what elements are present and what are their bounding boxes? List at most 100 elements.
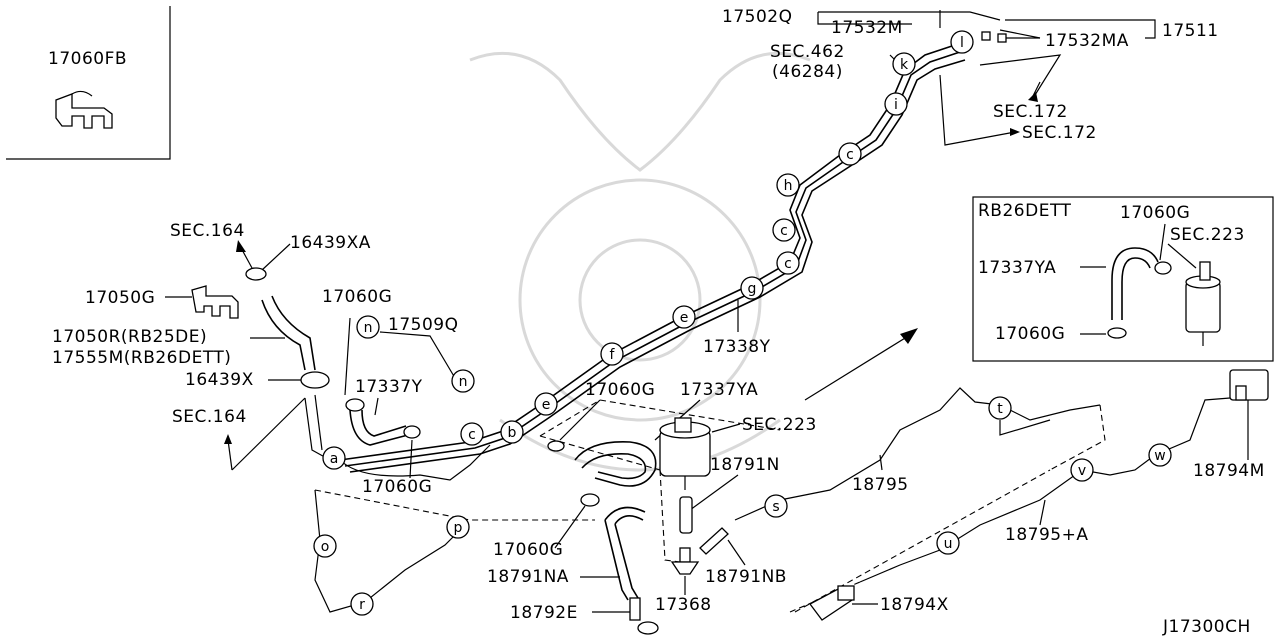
label-17502q: 17502Q bbox=[722, 7, 792, 27]
ref-circles: a b c e f e g c c h c i k l n n o p r s … bbox=[313, 30, 1172, 616]
tube-18795a bbox=[789, 397, 1231, 613]
clamp-16439xa-icon bbox=[245, 267, 267, 281]
label-17060g-lower: 17060G bbox=[493, 540, 563, 560]
inset-rb26dett-box: RB26DETT 17060G SEC.223 17337YA 17060G bbox=[972, 196, 1274, 362]
label-17511: 17511 bbox=[1162, 21, 1219, 41]
svg-text:e: e bbox=[542, 397, 551, 413]
svg-text:w: w bbox=[1154, 448, 1165, 464]
clamp-17060g-middle-icon bbox=[403, 425, 421, 439]
inset-clamp-icon bbox=[1154, 261, 1172, 275]
clamp-17060g-lower-icon bbox=[580, 493, 600, 507]
svg-text:l: l bbox=[960, 35, 964, 51]
svg-text:e: e bbox=[680, 310, 689, 326]
ref-circle-k: k bbox=[892, 52, 916, 76]
tube-18795 bbox=[734, 387, 1106, 521]
ref-circle-c4: c bbox=[838, 142, 862, 166]
label-17532ma: 17532MA bbox=[1045, 31, 1129, 51]
valve-17368-icon bbox=[670, 547, 700, 575]
clamp-16439x-icon bbox=[300, 371, 330, 389]
hose-17050r bbox=[261, 295, 316, 371]
svg-text:o: o bbox=[321, 539, 330, 555]
clip-17532ma-icon bbox=[997, 33, 1007, 43]
svg-text:t: t bbox=[997, 401, 1003, 417]
label-sec223: SEC.223 bbox=[742, 415, 817, 435]
svg-text:p: p bbox=[454, 520, 463, 536]
hose-17337ya-center bbox=[574, 441, 657, 487]
clip-17050g-icon bbox=[191, 285, 239, 319]
ref-circle-f: f bbox=[600, 342, 624, 366]
label-17060g-middle: 17060G bbox=[362, 477, 432, 497]
ref-circle-r: r bbox=[350, 592, 374, 616]
label-17050r-rb25de: 17050R(RB25DE) bbox=[52, 327, 207, 347]
ref-circle-t: t bbox=[988, 396, 1012, 420]
tube-18791nb-icon bbox=[699, 527, 729, 555]
ref-circle-s: s bbox=[764, 494, 788, 518]
label-17060g-upper: 17060G bbox=[322, 287, 392, 307]
inset-17060fb-box: 17060FB bbox=[6, 6, 171, 160]
fitting-18794m-icon bbox=[1229, 369, 1269, 401]
ref-circle-c3: c bbox=[772, 218, 796, 242]
ref-circle-w: w bbox=[1148, 443, 1172, 467]
ref-circle-n2: n bbox=[451, 369, 475, 393]
label-18791nb: 18791NB bbox=[705, 567, 787, 587]
clamp-17060g-center-icon bbox=[547, 440, 565, 452]
label-17060g-center: 17060G bbox=[585, 380, 655, 400]
ref-circle-h: h bbox=[776, 173, 800, 197]
svg-text:c: c bbox=[468, 427, 476, 443]
label-17337y: 17337Y bbox=[355, 377, 423, 397]
ref-circle-n1: n bbox=[356, 315, 380, 339]
label-17337ya-center: 17337YA bbox=[680, 380, 758, 400]
label-17060fb: 17060FB bbox=[48, 49, 127, 69]
label-18795: 18795 bbox=[852, 475, 909, 495]
fitting-18792e-icon bbox=[629, 597, 659, 635]
inset-hose-17337ya bbox=[1111, 247, 1159, 320]
ref-circle-b: b bbox=[500, 420, 524, 444]
inset-label-17060g-lower: 17060G bbox=[995, 324, 1065, 344]
label-17338y: 17338Y bbox=[703, 337, 771, 357]
label-17509q: 17509Q bbox=[388, 315, 458, 335]
svg-text:c: c bbox=[846, 147, 854, 163]
svg-text:k: k bbox=[900, 57, 909, 73]
svg-text:f: f bbox=[610, 347, 616, 363]
label-sec164-upper: SEC.164 bbox=[170, 221, 245, 241]
inset-label-17337ya: 17337YA bbox=[978, 258, 1056, 278]
svg-text:c: c bbox=[784, 256, 792, 272]
ref-circle-c1: c bbox=[460, 422, 484, 446]
ref-circle-g: g bbox=[740, 276, 764, 300]
label-18791n: 18791N bbox=[710, 455, 780, 475]
clamp-17060g-upper-icon bbox=[345, 398, 365, 412]
label-18795a: 18795+A bbox=[1005, 525, 1088, 545]
hose-17337y bbox=[349, 409, 409, 446]
main-fuel-tube-17338y bbox=[339, 44, 966, 473]
inset-label-17060g: 17060G bbox=[1120, 203, 1190, 223]
label-18794x: 18794X bbox=[880, 595, 949, 615]
hose-18791na bbox=[604, 506, 646, 601]
label-17555m-rb26dett: 17555M(RB26DETT) bbox=[52, 348, 231, 368]
label-18794m: 18794M bbox=[1193, 461, 1265, 481]
svg-text:c: c bbox=[780, 223, 788, 239]
clip-17532m-icon bbox=[981, 31, 991, 41]
ref-circle-v: v bbox=[1070, 458, 1094, 482]
label-46284: (46284) bbox=[772, 62, 843, 82]
ref-circle-e1: e bbox=[534, 392, 558, 416]
ref-circle-i: i bbox=[884, 92, 908, 116]
label-sec172-lower: SEC.172 bbox=[1022, 123, 1097, 143]
ref-circle-l: l bbox=[950, 30, 974, 54]
label-sec164-lower: SEC.164 bbox=[172, 407, 247, 427]
ref-circle-o: o bbox=[313, 534, 337, 558]
clip-17060fb-icon bbox=[55, 90, 113, 129]
ref-circle-u: u bbox=[936, 531, 960, 555]
ref-circle-c2: c bbox=[776, 251, 800, 275]
arrowhead-sec164-upper-icon bbox=[236, 240, 246, 252]
watermark-crest bbox=[469, 51, 811, 472]
direction-arrowhead-icon bbox=[900, 328, 918, 344]
svg-text:s: s bbox=[772, 499, 779, 515]
label-16439x: 16439X bbox=[185, 370, 254, 390]
svg-text:r: r bbox=[359, 597, 365, 613]
fitting-18794x-icon bbox=[809, 585, 855, 621]
label-17368: 17368 bbox=[655, 595, 712, 615]
label-sec172-upper: SEC.172 bbox=[993, 102, 1068, 122]
label-17532m: 17532M bbox=[831, 18, 903, 38]
svg-text:h: h bbox=[784, 178, 793, 194]
